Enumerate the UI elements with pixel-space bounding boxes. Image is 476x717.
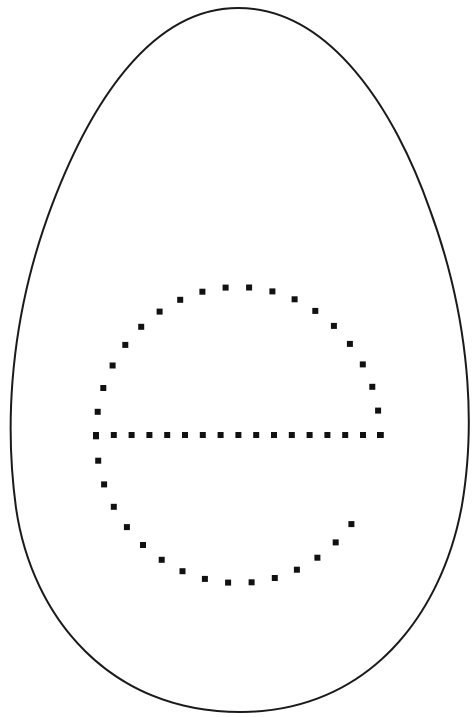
trace-dot — [101, 481, 107, 487]
trace-dot — [333, 539, 339, 545]
trace-dot — [146, 432, 152, 438]
trace-dot — [225, 580, 231, 586]
trace-dot — [235, 432, 241, 438]
trace-dot — [271, 432, 277, 438]
trace-dot — [249, 579, 255, 585]
trace-dot — [307, 432, 313, 438]
trace-dot — [246, 285, 252, 291]
trace-dot — [182, 432, 188, 438]
trace-dot — [331, 323, 337, 329]
trace-dot — [122, 342, 128, 348]
trace-dot — [348, 521, 354, 527]
trace-dot — [138, 324, 144, 330]
trace-dot — [124, 524, 130, 530]
trace-dot — [93, 432, 99, 438]
trace-dot — [294, 567, 300, 573]
trace-dot — [324, 432, 330, 438]
trace-dot — [180, 568, 186, 574]
trace-dot — [375, 408, 381, 414]
trace-dot — [369, 384, 375, 390]
trace-dot — [360, 361, 366, 367]
trace-dot — [292, 296, 298, 302]
trace-dot — [111, 504, 117, 510]
trace-dot — [312, 308, 318, 314]
trace-dot — [159, 557, 165, 563]
trace-dot — [200, 432, 206, 438]
trace-dot — [129, 432, 135, 438]
trace-dot — [269, 288, 275, 294]
trace-dot — [199, 289, 205, 295]
trace-dot — [95, 409, 101, 415]
trace-dot — [342, 432, 348, 438]
trace-dot — [253, 432, 259, 438]
trace-dot — [289, 432, 295, 438]
trace-dot — [157, 309, 163, 315]
trace-dot — [202, 576, 208, 582]
trace-dot — [378, 432, 384, 438]
trace-dot — [272, 575, 278, 581]
trace-dot — [100, 385, 106, 391]
trace-dot — [95, 458, 101, 464]
trace-dot — [347, 341, 353, 347]
trace-dot — [218, 432, 224, 438]
trace-dot — [177, 297, 183, 303]
trace-dot — [111, 432, 117, 438]
trace-dot — [314, 555, 320, 561]
trace-dot — [223, 285, 229, 291]
trace-dot — [110, 363, 116, 369]
trace-dot — [360, 432, 366, 438]
trace-dot — [140, 542, 146, 548]
trace-dot — [164, 432, 170, 438]
